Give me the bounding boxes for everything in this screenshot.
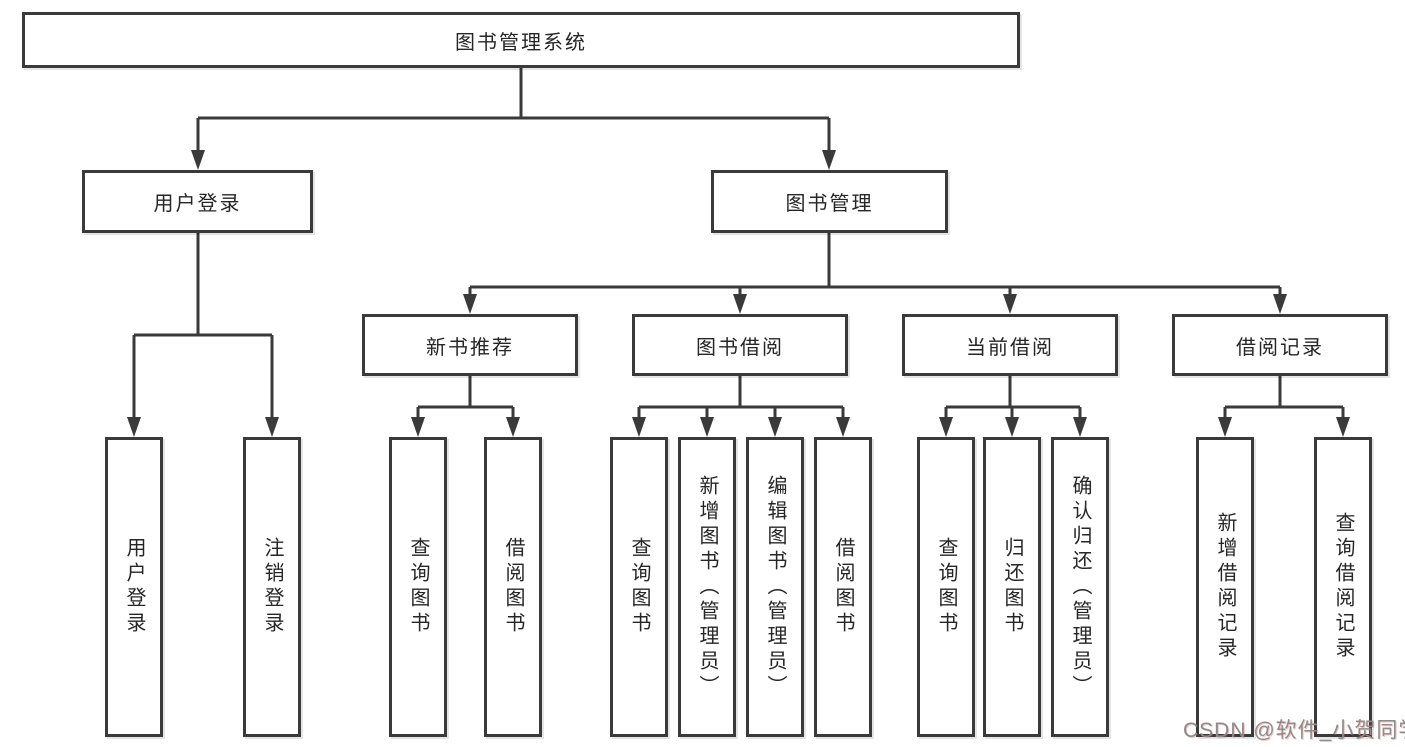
leaf-logout: 注销登录 bbox=[243, 437, 301, 737]
node-book-management: 图书管理 bbox=[711, 170, 948, 233]
leaf-current-query-book: 查询图书 bbox=[917, 437, 975, 737]
leaf-borrow-query-book: 查询图书 bbox=[610, 437, 668, 737]
leaf-add-book-admin: 新增图书（管理员） bbox=[678, 437, 736, 737]
node-borrow-records: 借阅记录 bbox=[1172, 314, 1388, 376]
leaf-user-login: 用户登录 bbox=[105, 437, 163, 737]
leaf-query-borrow-record: 查询借阅记录 bbox=[1314, 437, 1372, 737]
node-book-borrow: 图书借阅 bbox=[632, 314, 848, 376]
node-current-borrow: 当前借阅 bbox=[902, 314, 1118, 376]
leaf-add-borrow-record: 新增借阅记录 bbox=[1196, 437, 1254, 737]
leaf-recommend-query-book: 查询图书 bbox=[389, 437, 447, 737]
node-root-system: 图书管理系统 bbox=[22, 12, 1020, 68]
csdn-watermark: CSDN @软件_小贺同学 bbox=[1183, 719, 1405, 742]
node-user-login: 用户登录 bbox=[82, 170, 313, 233]
leaf-confirm-return-admin: 确认归还（管理员） bbox=[1051, 437, 1109, 737]
leaf-return-book: 归还图书 bbox=[983, 437, 1041, 737]
leaf-edit-book-admin: 编辑图书（管理员） bbox=[746, 437, 804, 737]
node-new-book-recommend: 新书推荐 bbox=[362, 314, 578, 376]
leaf-borrow-book: 借阅图书 bbox=[814, 437, 872, 737]
leaf-recommend-borrow-book: 借阅图书 bbox=[484, 437, 542, 737]
